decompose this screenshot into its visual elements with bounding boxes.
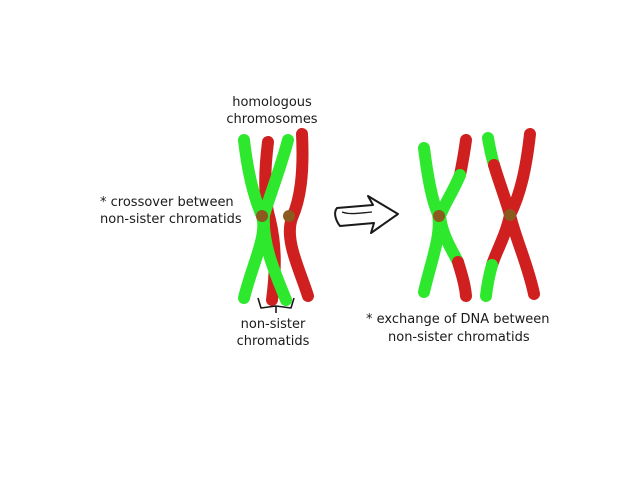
chromosome-after-exchange-2 <box>480 128 540 302</box>
centromere-red-after <box>504 209 516 221</box>
chromatid-2-red-bottom <box>452 256 472 302</box>
centromere-green <box>256 210 268 222</box>
nonsister-label-line1: non-sister <box>241 317 306 332</box>
crossover-label-line2: non-sister chromatids <box>100 212 242 227</box>
chromatid-3-green-bottom <box>480 259 498 302</box>
homologous-chromosomes-left <box>238 128 314 306</box>
exchange-label-line2: non-sister chromatids <box>388 330 530 345</box>
exchange-label-line1: * exchange of DNA between <box>366 312 549 327</box>
nonsister-label-line2: chromatids <box>237 334 310 349</box>
chromosome-after-exchange-1 <box>418 134 472 302</box>
hollow-right-arrow-icon <box>334 195 399 234</box>
homologous-label-line1: homologous <box>232 95 312 110</box>
centromere-green-after <box>433 210 445 222</box>
crossover-label-line1: * crossover between <box>100 195 234 210</box>
centromere-red <box>283 210 295 222</box>
homologous-label-line2: chromosomes <box>226 112 317 127</box>
